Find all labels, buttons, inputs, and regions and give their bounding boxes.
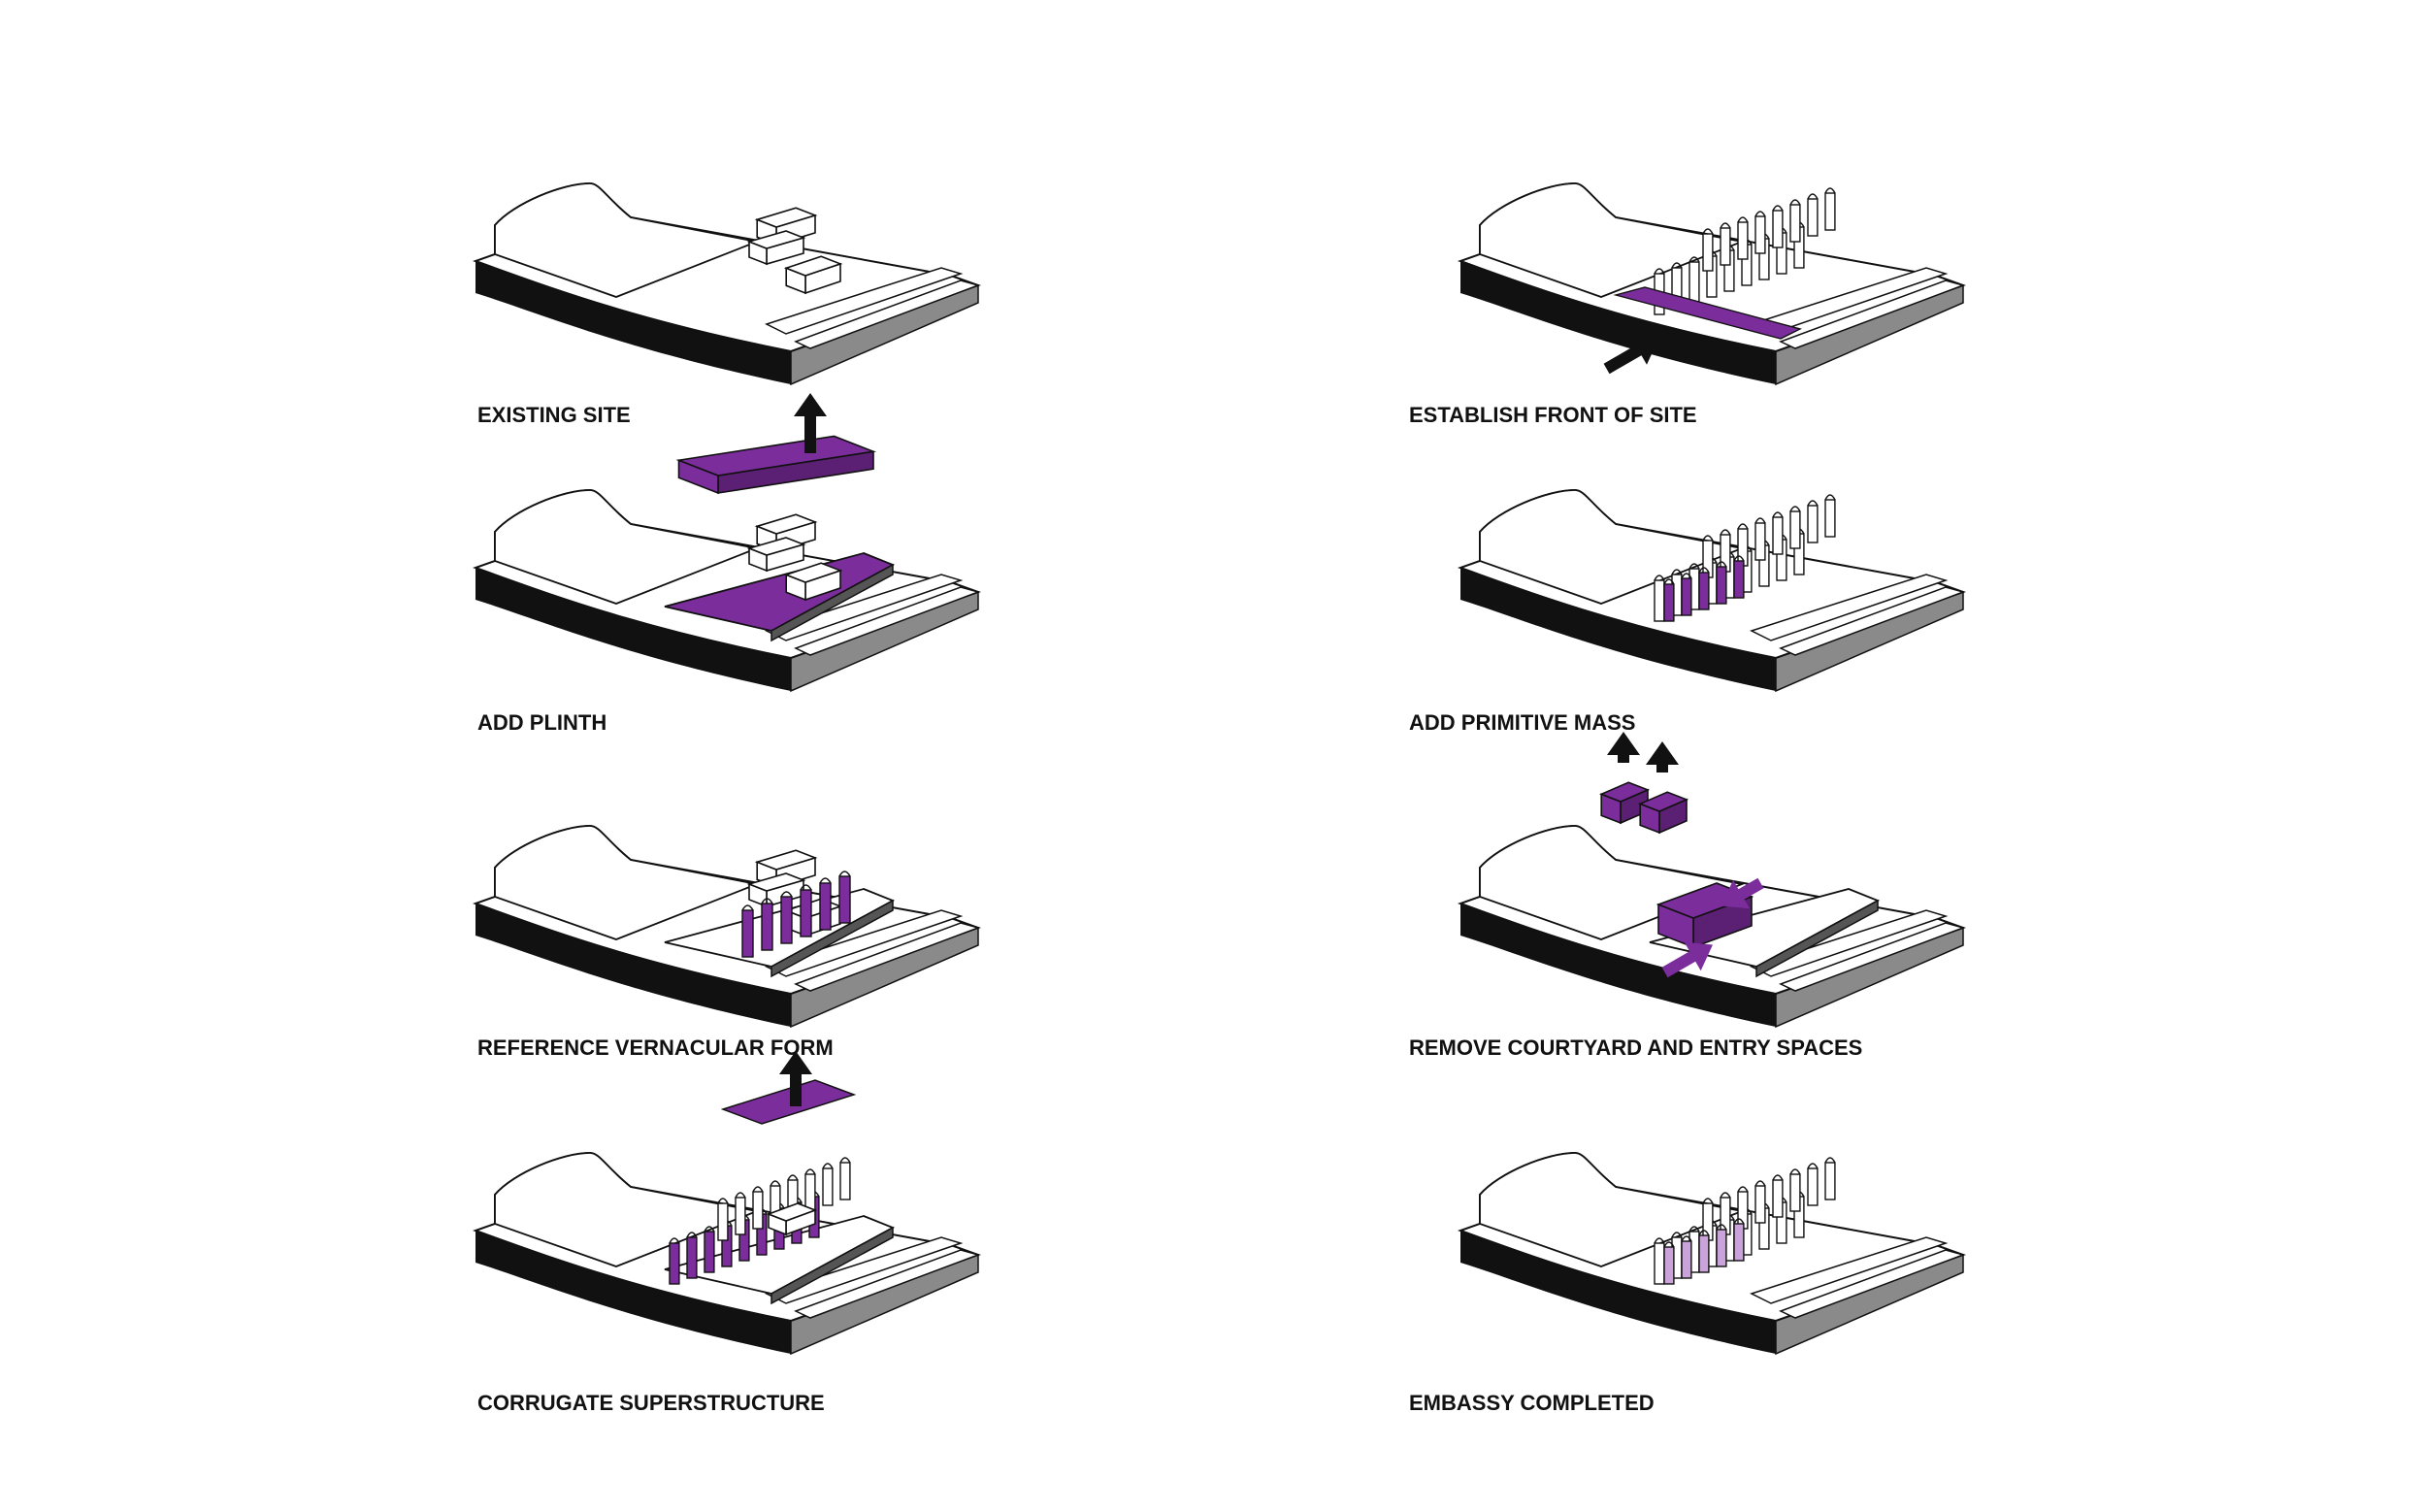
site-diagram-1 bbox=[473, 181, 981, 386]
vernacular-bays bbox=[741, 871, 851, 958]
site-diagram-3 bbox=[473, 824, 981, 1029]
site-sidewalk bbox=[794, 922, 981, 992]
step-label-existing-site: EXISTING SITE bbox=[477, 403, 631, 427]
superstructure-back bbox=[1702, 1157, 1836, 1241]
site-road bbox=[765, 267, 964, 335]
courtyard-house bbox=[766, 1202, 818, 1236]
site-section-earth bbox=[1460, 261, 1776, 384]
site-diagram-7 bbox=[1458, 732, 1966, 1029]
site-road bbox=[765, 1236, 964, 1304]
site-section-earth bbox=[1460, 568, 1776, 691]
lift-arrow bbox=[1607, 732, 1640, 763]
existing-house bbox=[746, 537, 806, 573]
site-sidewalk bbox=[1779, 922, 1966, 992]
front-arrow bbox=[1603, 336, 1659, 375]
plinth-lifted bbox=[675, 435, 877, 495]
site-section-earth bbox=[1460, 1231, 1776, 1354]
entry-arrow bbox=[1721, 877, 1764, 909]
site-road bbox=[1750, 1236, 1949, 1304]
plinth-edge bbox=[770, 899, 894, 978]
site-front-strip bbox=[1613, 286, 1802, 340]
site-road bbox=[1750, 574, 1949, 641]
site-hill bbox=[494, 489, 761, 605]
site-diagram-4 bbox=[473, 1051, 981, 1356]
site-sidewalk bbox=[794, 1249, 981, 1319]
completed-mass bbox=[1663, 1218, 1745, 1285]
superstructure-back bbox=[1702, 494, 1836, 578]
site-sidewalk bbox=[1779, 1249, 1966, 1319]
superstructure-back bbox=[717, 1157, 851, 1241]
lift-arrow bbox=[1646, 741, 1679, 772]
courtyard-arrow bbox=[1661, 941, 1713, 978]
step-label-embassy-completed: EMBASSY COMPLETED bbox=[1409, 1391, 1655, 1415]
lift-arrow bbox=[794, 393, 827, 453]
site-hill bbox=[1479, 1152, 1746, 1267]
site-sidewalk bbox=[794, 279, 981, 349]
site-road bbox=[765, 909, 964, 977]
plinth-edge bbox=[770, 1226, 894, 1305]
site-hill bbox=[1479, 489, 1746, 605]
site-diagram-2 bbox=[473, 393, 981, 693]
site-section-earth bbox=[1460, 904, 1776, 1027]
site-section-earth bbox=[475, 261, 791, 384]
site-road bbox=[765, 574, 964, 641]
step-label-remove-courtyard-and-entry-spaces: REMOVE COURTYARD AND ENTRY SPACES bbox=[1409, 1035, 1863, 1060]
superstructure-back bbox=[1702, 187, 1836, 272]
site-hill bbox=[1479, 825, 1746, 940]
existing-house bbox=[783, 255, 843, 295]
site-sidewalk bbox=[794, 586, 981, 656]
site-sidewalk bbox=[1779, 586, 1966, 656]
existing-house bbox=[746, 230, 806, 266]
primitive-mass bbox=[1663, 555, 1745, 622]
plinth-edge bbox=[770, 563, 894, 642]
site-section-earth bbox=[475, 568, 791, 691]
step-label-establish-front-of-site: ESTABLISH FRONT OF SITE bbox=[1409, 403, 1697, 427]
site-diagram-5 bbox=[1458, 181, 1966, 386]
step-label-add-plinth: ADD PLINTH bbox=[477, 710, 607, 735]
site-hill bbox=[494, 182, 761, 298]
plinth-edge bbox=[1755, 899, 1879, 978]
site-diagram-8 bbox=[1458, 1151, 1966, 1356]
removed-mass bbox=[1638, 791, 1689, 835]
site-hill bbox=[1479, 182, 1746, 298]
primitive-mass-block bbox=[1656, 882, 1754, 949]
site-section-earth bbox=[475, 904, 791, 1027]
existing-house bbox=[783, 562, 843, 602]
site-hill bbox=[494, 1152, 761, 1267]
corrugated-roof-lifted bbox=[720, 1079, 857, 1125]
site-section-earth bbox=[475, 1231, 791, 1354]
site-road bbox=[1750, 909, 1949, 977]
site-sidewalk bbox=[1779, 279, 1966, 349]
step-label-reference-vernacular-form: REFERENCE VERNACULAR FORM bbox=[477, 1035, 834, 1060]
site-hill bbox=[494, 825, 761, 940]
step-label-corrugate-superstructure: CORRUGATE SUPERSTRUCTURE bbox=[477, 1391, 825, 1415]
step-label-add-primitive-mass: ADD PRIMITIVE MASS bbox=[1409, 710, 1636, 735]
lift-arrow bbox=[779, 1051, 812, 1106]
site-diagram-6 bbox=[1458, 488, 1966, 693]
removed-mass bbox=[1599, 781, 1651, 825]
